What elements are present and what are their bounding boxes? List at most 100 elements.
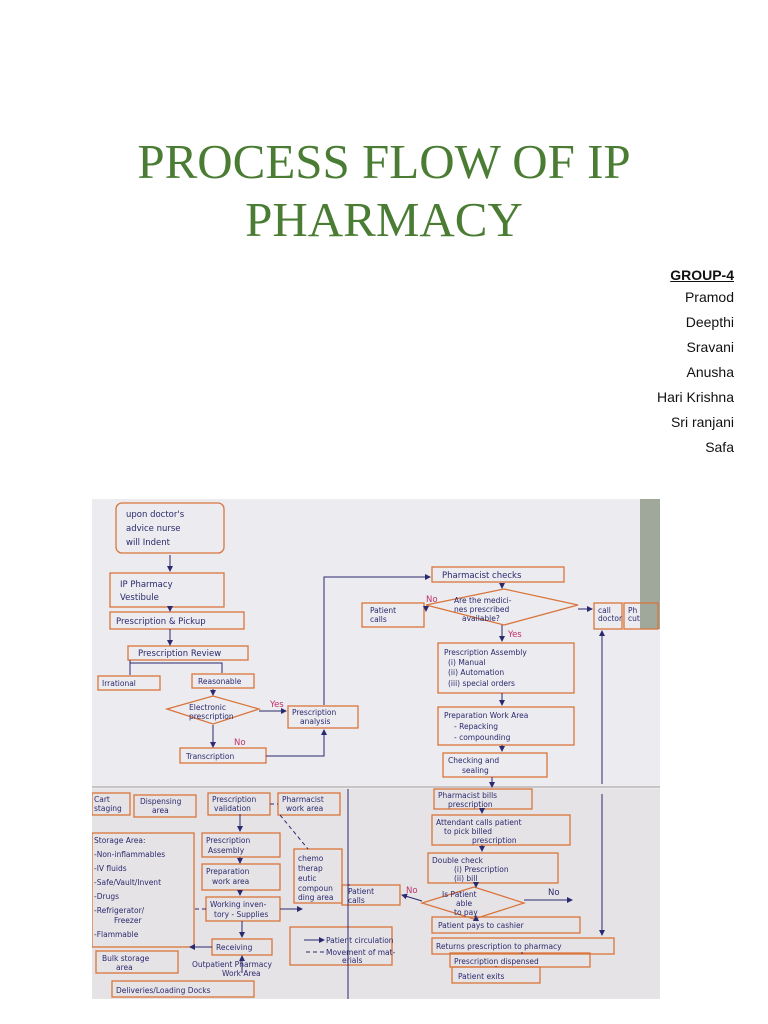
svg-text:advice nurse: advice nurse (126, 524, 181, 534)
fc-double-check-label: Double check (432, 856, 484, 865)
svg-text:-Refrigerator/: -Refrigerator/ (94, 906, 145, 915)
fc-dispensing-label: Dispensing (140, 797, 182, 806)
fc-attendant-label: Attendant calls patient (436, 818, 522, 827)
fc-storage-label: Storage Area: (94, 836, 146, 845)
svg-text:compoun: compoun (298, 884, 333, 893)
svg-text:- Repacking: - Repacking (454, 722, 498, 731)
member-name: Deepthi (685, 314, 734, 330)
page-title: PROCESS FLOW OF IP PHARMACY (0, 133, 768, 249)
fc-patient-calls-label: Patient (370, 606, 396, 615)
svg-text:(ii) bill: (ii) bill (454, 874, 477, 883)
fc-no3-label: No (406, 886, 418, 896)
title-line-1: PROCESS FLOW OF IP (137, 134, 631, 189)
svg-text:cut: cut (628, 614, 640, 623)
fc-cart-label: Cart (94, 795, 110, 804)
flowchart-drawing: upon doctor's advice nurse will Indent I… (92, 499, 660, 999)
svg-text:therap: therap (298, 864, 323, 873)
svg-text:prescription: prescription (189, 712, 234, 721)
fc-validation-label: Prescription (212, 795, 256, 804)
svg-text:Work Area: Work Area (222, 969, 261, 978)
fc-checks-label: Pharmacist checks (442, 571, 522, 581)
member-name: Sri ranjani (670, 414, 734, 430)
svg-text:- compounding: - compounding (454, 733, 511, 742)
member-name: Anusha (686, 364, 734, 380)
fc-question-label: Are the medici- (454, 596, 512, 605)
svg-text:tory - Supplies: tory - Supplies (214, 910, 268, 919)
fc-transcription-label: Transcription (185, 752, 234, 761)
svg-text:analysis: analysis (300, 717, 330, 726)
flowchart-photo: upon doctor's advice nurse will Indent I… (92, 499, 660, 999)
group-members-block: GROUP-4 Pramod Deepthi Sravani Anusha Ha… (657, 265, 734, 460)
fc-patient-circ-label: Patient circulation (326, 936, 394, 945)
svg-text:sealing: sealing (462, 766, 489, 775)
svg-text:(ii) Automation: (ii) Automation (448, 668, 504, 677)
fc-material-move-label: Movement of mat- (326, 948, 396, 957)
svg-text:prescription: prescription (448, 800, 493, 809)
fc-prep-area-label: Preparation (206, 867, 250, 876)
fc-returns-label: Returns prescription to pharmacy (436, 942, 562, 951)
fc-checking-label: Checking and (448, 756, 499, 765)
fc-inventory-label: Working inven- (210, 900, 267, 909)
fc-vestibule-label: IP Pharmacy (120, 580, 173, 590)
svg-text:nes prescribed: nes prescribed (454, 605, 510, 614)
svg-text:-IV fluids: -IV fluids (94, 864, 127, 873)
svg-text:-Flammable: -Flammable (94, 930, 139, 939)
fc-ph-cut-label: Ph (628, 606, 638, 615)
svg-text:Assembly: Assembly (208, 846, 245, 855)
svg-text:will Indent: will Indent (126, 538, 171, 548)
fc-start-label: upon doctor's (126, 510, 185, 520)
svg-text:eutic: eutic (298, 874, 317, 883)
svg-text:to pay: to pay (454, 908, 478, 917)
svg-text:available?: available? (462, 614, 500, 623)
fc-analysis-label: Prescription (292, 708, 336, 717)
fc-outpatient-label: Outpatient Pharmacy (192, 960, 273, 969)
svg-text:Vestibule: Vestibule (120, 593, 159, 603)
title-line-2: PHARMACY (245, 192, 523, 247)
fc-pays-label: Patient pays to cashier (438, 921, 525, 930)
fc-bulk-label: Bulk storage (102, 954, 150, 963)
fc-assembly-label: Prescription Assembly (444, 648, 527, 657)
fc-patient-calls2-label: Patient (348, 887, 374, 896)
group-heading: GROUP-4 (670, 267, 734, 283)
fc-reasonable-label: Reasonable (198, 677, 242, 686)
svg-text:validation: validation (214, 804, 251, 813)
fc-deliveries-label: Deliveries/Loading Docks (116, 986, 211, 995)
svg-text:(i) Prescription: (i) Prescription (454, 865, 509, 874)
svg-text:prescription: prescription (472, 836, 517, 845)
fc-pickup-label: Prescription & Pickup (116, 617, 206, 627)
handwritten-labels: upon doctor's advice nurse will Indent I… (94, 510, 640, 995)
fc-bills-label: Pharmacist bills (438, 791, 497, 800)
svg-text:calls: calls (370, 615, 387, 624)
svg-text:able: able (456, 899, 472, 908)
fc-no-label: No (234, 738, 246, 748)
fc-chemo-label: chemo (298, 854, 324, 863)
fc-yes2-label: Yes (507, 630, 522, 640)
fc-yes-label: Yes (269, 700, 284, 710)
svg-text:area: area (116, 963, 133, 972)
svg-text:calls: calls (348, 896, 365, 905)
fc-call-doctor-label: call (598, 606, 611, 615)
fc-exits-label: Patient exits (458, 972, 504, 981)
fc-review-label: Prescription Review (138, 649, 221, 659)
fc-no2-label: No (426, 595, 438, 605)
svg-text:to pick billed: to pick billed (444, 827, 492, 836)
member-name: Sravani (686, 339, 734, 355)
member-name: Pramod (684, 289, 734, 305)
svg-text:(i) Manual: (i) Manual (448, 658, 486, 667)
svg-text:-Drugs: -Drugs (94, 892, 119, 901)
svg-text:ding area: ding area (298, 893, 333, 902)
svg-text:Freezer: Freezer (114, 916, 142, 925)
svg-text:doctor: doctor (598, 614, 623, 623)
fc-no4-label: No (548, 888, 560, 898)
fc-presc-assembly-label: Prescription (206, 836, 250, 845)
svg-text:-Non-inflammables: -Non-inflammables (94, 850, 165, 859)
svg-text:staging: staging (94, 804, 122, 813)
svg-text:area: area (152, 806, 169, 815)
fc-irrational-label: Irrational (102, 679, 136, 688)
member-name: Hari Krishna (656, 389, 734, 405)
fc-electronic-label: Electronic (189, 703, 226, 712)
svg-text:work area: work area (286, 804, 323, 813)
fc-receiving-label: Receiving (216, 943, 253, 952)
fc-prep-work-label: Preparation Work Area (444, 711, 528, 720)
svg-text:(iii) special orders: (iii) special orders (448, 679, 515, 688)
